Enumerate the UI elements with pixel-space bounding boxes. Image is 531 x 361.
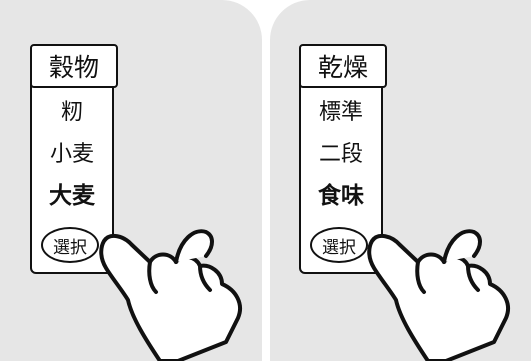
grain-option-wheat: 小麦 [49, 142, 94, 167]
drying-option-two-stage: 二段 [318, 142, 363, 167]
pointing-hand-icon [367, 229, 510, 361]
grain-select-button[interactable]: 選択 [41, 227, 99, 263]
grain-selector-card: 穀物 籾 小麦 大麦 選択 [30, 44, 118, 274]
pointing-hand-icon [99, 229, 242, 361]
grain-option-barley-selected: 大麦 [49, 183, 95, 209]
drying-title: 乾燥 [299, 44, 387, 88]
drying-selector-card: 乾燥 標準 二段 食味 選択 [299, 44, 387, 274]
drying-panel: 乾燥 標準 二段 食味 選択 [270, 0, 531, 361]
grain-title: 穀物 [30, 44, 118, 88]
drying-option-taste-selected: 食味 [318, 183, 364, 209]
drying-select-button[interactable]: 選択 [310, 227, 368, 263]
grain-option-paddy: 籾 [60, 100, 83, 125]
grain-panel: 穀物 籾 小麦 大麦 選択 [0, 0, 262, 361]
drying-option-standard: 標準 [318, 100, 363, 125]
